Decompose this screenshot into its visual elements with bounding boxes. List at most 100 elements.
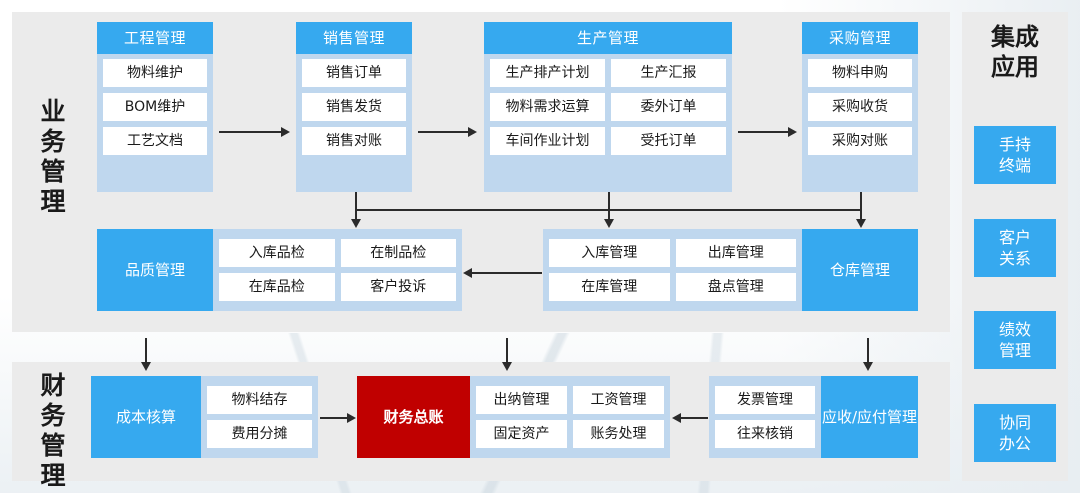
business-management-label: 业 务 管 理 (36, 97, 70, 217)
sales-item-2[interactable]: 销售对账 (302, 127, 406, 155)
connector-cost-ledger (320, 417, 349, 419)
purchasing-title: 采购管理 (802, 22, 918, 54)
module-card-engineering[interactable]: 工程管理 物料维护 BOM维护 工艺文档 (97, 22, 213, 192)
app-tile-handheld[interactable]: 手持 终端 (974, 126, 1056, 184)
quality-item-2[interactable]: 在库品检 (219, 273, 335, 301)
production-item-3[interactable]: 委外订单 (611, 93, 726, 121)
purchasing-item-2[interactable]: 采购对账 (808, 127, 912, 155)
purchasing-item-1[interactable]: 采购收货 (808, 93, 912, 121)
quality-anchor[interactable]: 品质管理 (97, 229, 213, 311)
app-title-line-1: 应用 (991, 53, 1039, 81)
cost-accounting-item-1[interactable]: 费用分摊 (207, 420, 312, 448)
fin-label-char-4: 理 (40, 461, 66, 490)
warehouse-item-0[interactable]: 入库管理 (549, 239, 670, 267)
engineering-item-1[interactable]: BOM维护 (103, 93, 207, 121)
warehouse-item-1[interactable]: 出库管理 (675, 239, 796, 267)
quality-item-3[interactable]: 客户投诉 (340, 273, 456, 301)
sales-item-1[interactable]: 销售发货 (302, 93, 406, 121)
engineering-item-0[interactable]: 物料维护 (103, 59, 207, 87)
arrowhead-bus-to-quality (351, 219, 361, 228)
connector-bus-to-quality (355, 209, 357, 221)
receivable-payable-anchor[interactable]: 应收/应付 管理 (821, 376, 918, 458)
biz-label-char-2: 务 (40, 127, 66, 156)
app-handheld-line-1: 终端 (998, 156, 1031, 175)
arrowhead-quality-cost (141, 362, 151, 371)
app-tile-crm[interactable]: 客户 关系 (974, 219, 1056, 277)
biz-label-char-1: 业 (40, 97, 66, 126)
app-tile-collaborate[interactable]: 协同 办公 (974, 404, 1056, 462)
general-ledger-item-3[interactable]: 账务处理 (573, 420, 664, 448)
biz-label-char-4: 理 (40, 187, 66, 216)
receivable-payable-item-1[interactable]: 往来核销 (715, 420, 815, 448)
quality-item-1[interactable]: 在制品检 (340, 239, 456, 267)
connector-sales-down-stub (355, 192, 357, 210)
app-collaborate-line-0: 协同 (998, 413, 1031, 432)
module-card-general-ledger[interactable]: 财务总账 出纳管理 工资管理 固定资产 账务处理 (357, 376, 670, 458)
app-performance-line-1: 管理 (998, 341, 1031, 360)
quality-item-0[interactable]: 入库品检 (219, 239, 335, 267)
module-card-production[interactable]: 生产管理 生产排产计划 生产汇报 物料需求运算 委外订单 车间作业计划 受托订单 (484, 22, 732, 192)
connector-warehouse-quality (472, 272, 542, 274)
cost-accounting-anchor[interactable]: 成本核算 (91, 376, 201, 458)
app-title-line-0: 集成 (991, 23, 1039, 51)
connector-quality-cost (145, 338, 147, 364)
connector-sales-production (418, 131, 468, 133)
module-card-warehouse[interactable]: 入库管理 出库管理 在库管理 盘点管理 仓库管理 (543, 229, 918, 311)
app-handheld-line-0: 手持 (998, 135, 1031, 154)
warehouse-anchor[interactable]: 仓库管理 (802, 229, 918, 311)
arrowhead-production-purchasing (788, 127, 797, 137)
module-card-receivable-payable[interactable]: 发票管理 往来核销 应收/应付 管理 (709, 376, 918, 458)
sales-item-0[interactable]: 销售订单 (302, 59, 406, 87)
fin-label-char-1: 财 (40, 371, 66, 400)
production-item-0[interactable]: 生产排产计划 (490, 59, 605, 87)
connector-engineering-sales (219, 131, 281, 133)
app-tile-performance[interactable]: 绩效 管理 (974, 311, 1056, 369)
arrowhead-bus-to-warehouse-left (604, 219, 614, 228)
warehouse-item-2[interactable]: 在库管理 (549, 273, 670, 301)
general-ledger-item-2[interactable]: 固定资产 (476, 420, 567, 448)
connector-purchasing-down-stub (860, 192, 862, 210)
connector-bus-to-warehouse-left (608, 209, 610, 221)
general-ledger-anchor[interactable]: 财务总账 (357, 376, 470, 458)
module-card-cost-accounting[interactable]: 成本核算 物料结存 费用分摊 (91, 376, 318, 458)
connector-warehouse-receivable (867, 338, 869, 364)
purchasing-item-0[interactable]: 物料申购 (808, 59, 912, 87)
biz-label-char-3: 管 (40, 157, 66, 186)
arrowhead-bus-to-warehouse-right (856, 219, 866, 228)
arrowhead-warehouse-receivable (863, 362, 873, 371)
fin-label-char-2: 务 (40, 401, 66, 430)
general-ledger-item-0[interactable]: 出纳管理 (476, 386, 567, 414)
arrowhead-sales-production (468, 127, 477, 137)
connector-receivable-ledger (680, 417, 708, 419)
module-card-sales[interactable]: 销售管理 销售订单 销售发货 销售对账 (296, 22, 412, 192)
production-item-1[interactable]: 生产汇报 (611, 59, 726, 87)
integrated-applications-title: 集成 应用 (962, 22, 1068, 82)
engineering-item-2[interactable]: 工艺文档 (103, 127, 207, 155)
arrowhead-engineering-sales (281, 127, 290, 137)
receivable-payable-item-0[interactable]: 发票管理 (715, 386, 815, 414)
receivable-payable-anchor-line-1: 管理 (887, 407, 918, 426)
production-item-4[interactable]: 车间作业计划 (490, 127, 605, 155)
production-title: 生产管理 (484, 22, 732, 54)
finance-management-label: 财 务 管 理 (36, 371, 70, 491)
app-crm-line-0: 客户 (998, 228, 1031, 247)
arrowhead-warehouse-quality (463, 268, 472, 278)
app-crm-line-1: 关系 (998, 249, 1031, 268)
connector-mid-ledger (506, 338, 508, 364)
module-card-quality[interactable]: 品质管理 入库品检 在制品检 在库品检 客户投诉 (97, 229, 462, 311)
production-item-5[interactable]: 受托订单 (611, 127, 726, 155)
cost-accounting-item-0[interactable]: 物料结存 (207, 386, 312, 414)
arrowhead-cost-ledger (347, 413, 356, 423)
arrowhead-mid-ledger (502, 362, 512, 371)
general-ledger-item-1[interactable]: 工资管理 (573, 386, 664, 414)
module-card-purchasing[interactable]: 采购管理 物料申购 采购收货 采购对账 (802, 22, 918, 192)
engineering-title: 工程管理 (97, 22, 213, 54)
production-item-2[interactable]: 物料需求运算 (490, 93, 605, 121)
connector-bus-to-warehouse-right (860, 209, 862, 221)
connector-production-down-stub (608, 192, 610, 210)
arrowhead-receivable-ledger (672, 413, 681, 423)
receivable-payable-anchor-line-0: 应收/应付 (821, 407, 888, 426)
connector-production-purchasing (738, 131, 788, 133)
warehouse-item-3[interactable]: 盘点管理 (675, 273, 796, 301)
